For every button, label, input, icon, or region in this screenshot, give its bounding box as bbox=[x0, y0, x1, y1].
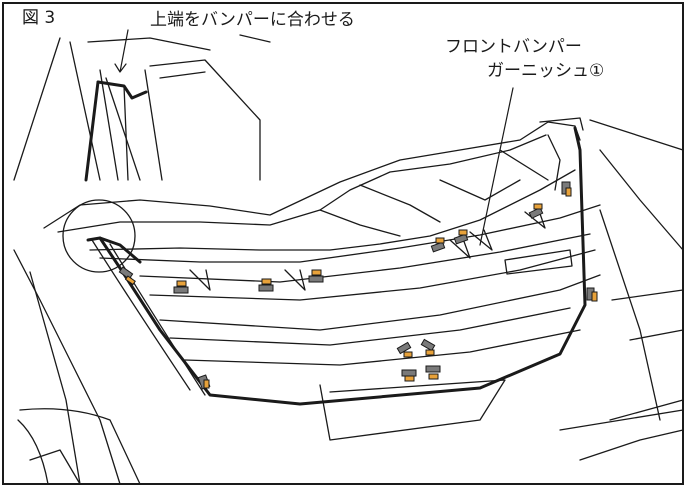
inset-detail bbox=[13, 29, 271, 182]
clip bbox=[197, 374, 211, 390]
bumper-upper bbox=[43, 117, 584, 251]
clip bbox=[258, 278, 274, 292]
detail-circle bbox=[62, 199, 136, 273]
clip bbox=[420, 338, 436, 356]
callout-part-name-line1: フロントバンパー bbox=[445, 37, 582, 57]
clip bbox=[430, 237, 446, 253]
clip bbox=[401, 369, 417, 382]
callout-part-name-line2: ガーニッシュ① bbox=[487, 61, 605, 81]
clip bbox=[586, 287, 598, 302]
clip bbox=[453, 229, 469, 245]
clip bbox=[396, 341, 413, 358]
clip bbox=[118, 266, 136, 286]
clip bbox=[528, 203, 544, 219]
figure-label: 図 3 bbox=[22, 8, 56, 28]
clip bbox=[425, 365, 441, 380]
clip bbox=[173, 280, 189, 294]
figure-frame bbox=[2, 2, 684, 485]
clip-markers bbox=[118, 181, 598, 390]
clip bbox=[561, 181, 572, 197]
callout-top-edge-note: 上端をバンパーに合わせる bbox=[150, 10, 355, 30]
garnish-outline bbox=[86, 126, 587, 406]
vehicle-body bbox=[13, 119, 684, 485]
clip bbox=[308, 269, 324, 283]
garnish-bars bbox=[91, 204, 601, 441]
part-leader-line bbox=[479, 87, 514, 246]
